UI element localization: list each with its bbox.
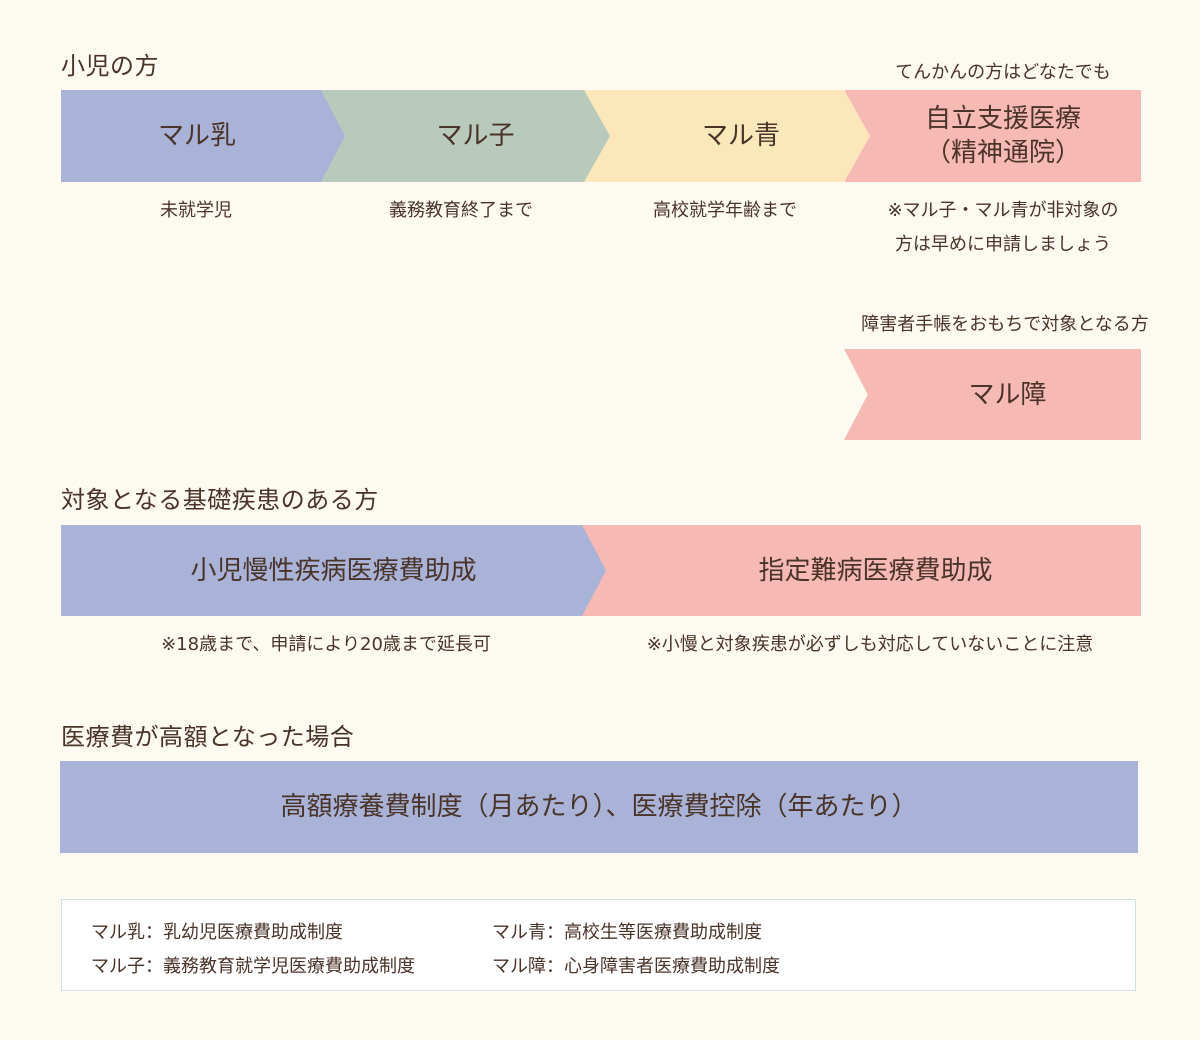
legend-item: マル障：心身障害者医療費助成制度 bbox=[492, 956, 780, 977]
disability-note: 障害者手帳をおもちで対象となる方 bbox=[861, 314, 1149, 335]
stage-label: マル青 bbox=[701, 121, 780, 151]
section-heading-children: 小児の方 bbox=[61, 52, 159, 80]
epilepsy-note: てんかんの方はどなたでも bbox=[895, 62, 1111, 83]
stage-maru-nyu: マル乳 bbox=[61, 90, 345, 182]
stage-maru-sho: マル障 bbox=[844, 349, 1141, 440]
legend-item: マル乳：乳幼児医療費助成制度 bbox=[91, 922, 343, 943]
stage-label: マル乳 bbox=[157, 121, 236, 151]
stage-shoni-mansei: 小児慢性疾病医療費助成 bbox=[61, 525, 606, 616]
stage-label: マル障 bbox=[968, 379, 1047, 410]
high-cost-bar: 高額療養費制度（月あたり）、医療費控除（年あたり） bbox=[60, 761, 1138, 853]
legend-item: マル青：高校生等医療費助成制度 bbox=[492, 922, 762, 943]
stage-caption-line1: ※マル子・マル青が非対象の bbox=[887, 200, 1119, 221]
stage-label: 指定難病医療費助成 bbox=[758, 555, 993, 586]
section-heading-high-cost: 医療費が高額となった場合 bbox=[61, 723, 355, 751]
stage-caption: ※小慢と対象疾患が必ずしも対応していないことに注意 bbox=[646, 634, 1094, 655]
high-cost-label: 高額療養費制度（月あたり）、医療費控除（年あたり） bbox=[280, 792, 918, 822]
stage-maru-sei: マル青 bbox=[584, 90, 870, 182]
legend-box: マル乳：乳幼児医療費助成制度 マル子：義務教育就学児医療費助成制度 マル青：高校… bbox=[61, 899, 1136, 991]
stage-label: 小児慢性疾病医療費助成 bbox=[190, 555, 477, 586]
stage-label-line1: 自立支援医療 bbox=[924, 104, 1081, 134]
stage-caption: ※18歳まで、申請により20歳まで延長可 bbox=[161, 634, 491, 655]
legend-item: マル子：義務教育就学児医療費助成制度 bbox=[91, 956, 415, 977]
stage-shitei-nanbyo: 指定難病医療費助成 bbox=[582, 525, 1141, 616]
stage-label: マル子 bbox=[436, 121, 515, 151]
stage-maru-ko: マル子 bbox=[321, 90, 610, 182]
stage-caption: 高校就学年齢まで bbox=[653, 200, 797, 221]
stage-caption: 義務教育終了まで bbox=[389, 200, 533, 221]
stage-caption: 未就学児 bbox=[160, 200, 232, 221]
stage-label-line2: （精神通院） bbox=[924, 138, 1081, 168]
stage-caption-line2: 方は早めに申請しましょう bbox=[895, 234, 1111, 255]
stage-jiritsu-shien: 自立支援医療 （精神通院） bbox=[845, 90, 1141, 182]
section-heading-chronic: 対象となる基礎疾患のある方 bbox=[61, 486, 379, 514]
